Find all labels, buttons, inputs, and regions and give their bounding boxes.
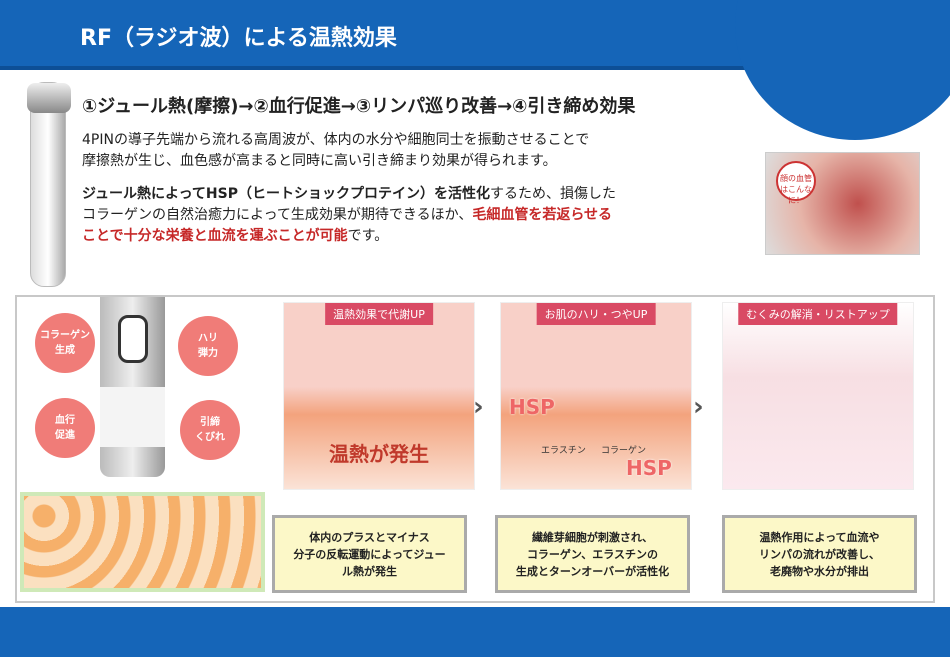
headline: ①ジュール熱(摩擦)→②血行促進→③リンパ巡り改善→④引き締め効果	[82, 96, 636, 117]
callout-3: 温熱作用によって血流や リンパの流れが改善し、 老廃物や水分が排出	[722, 515, 917, 593]
panel-lymph: むくみの解消・リストアップ	[722, 302, 914, 490]
bubble-collagen: コラーゲン 生成	[35, 313, 95, 373]
chevron-right-icon: ›	[693, 392, 704, 422]
panel-heat: 温熱効果で代謝UP 温熱が発生	[283, 302, 475, 490]
footer-bar	[0, 607, 950, 657]
para1-line1: 4PINの導子先端から流れる高周波が、体内の水分や細胞同士を振動させることで	[82, 132, 590, 148]
bubble-tightening: 引締 くびれ	[180, 400, 240, 460]
elastin-label: エラスチン	[541, 446, 586, 456]
para1-line2: 摩擦熱が生じ、血色感が高まると同時に高い引き締まり効果が得られます。	[82, 153, 557, 169]
paragraph-1: 4PINの導子先端から流れる高周波が、体内の水分や細胞同士を振動させることで 摩…	[82, 130, 589, 172]
para2-red1: 毛細血管を若返らせる	[472, 207, 613, 223]
skin-cells-image	[20, 492, 265, 592]
hsp-label: HSP	[509, 395, 555, 419]
paragraph-2: ジュール熱によってHSP（ヒートショックプロテイン）を活性化するため、損傷した …	[82, 184, 616, 247]
collagen-label: コラーゲン	[601, 446, 647, 456]
page-title: RF（ラジオ波）による温熱効果	[80, 26, 397, 51]
bubble-firmness: ハリ 弾力	[178, 316, 238, 376]
blood-vessel-photo: 顔の血管はこんなに！	[765, 152, 920, 255]
para2-line2: コラーゲンの自然治癒力によって生成効果が期待できるほか、	[82, 207, 473, 223]
para2-text2: です。	[347, 228, 389, 244]
photo-label: 顔の血管はこんなに！	[776, 161, 816, 205]
panel-tag: 温熱効果で代謝UP	[325, 303, 433, 325]
para2-text1: するため、損傷した	[489, 186, 616, 202]
panel-tag: むくみの解消・リストアップ	[738, 303, 898, 325]
para2-red2: ことで十分な栄養と血流を運ぶことが可能	[82, 228, 348, 244]
callout-1: 体内のプラスとマイナス 分子の反転運動によってジュー ル熱が発生	[272, 515, 467, 593]
para2-bold: ジュール熱によってHSP（ヒートショックプロテイン）を活性化	[82, 186, 490, 202]
wand-image	[100, 297, 165, 477]
hsp-label: HSP	[626, 456, 672, 480]
bubble-circulation: 血行 促進	[35, 398, 95, 458]
panel-tag: お肌のハリ・つやUP	[536, 303, 656, 325]
panel-text: 温熱が発生	[329, 442, 429, 466]
chevron-right-icon: ›	[473, 392, 484, 422]
device-image	[27, 82, 71, 287]
callout-2: 繊維芽細胞が刺激され、 コラーゲン、エラスチンの 生成とターンオーバーが活性化	[495, 515, 690, 593]
panel-skin: お肌のハリ・つやUP HSP エラスチン コラーゲン HSP	[500, 302, 692, 490]
decorative-circle	[735, 0, 950, 140]
